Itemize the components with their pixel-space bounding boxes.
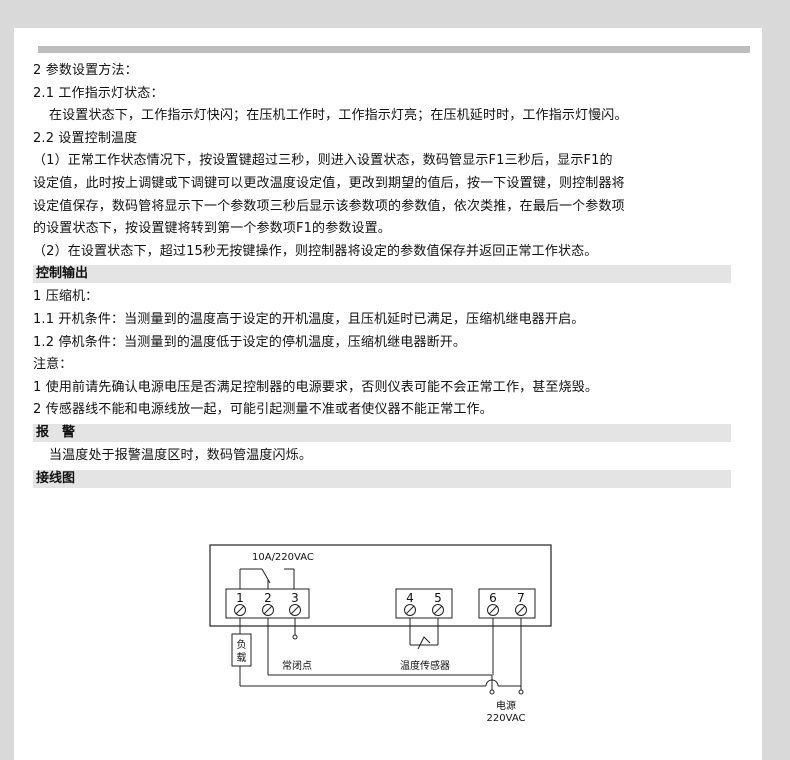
relay-contact-switch (261, 568, 271, 584)
load-label-top: 负 (237, 638, 247, 651)
paragraph-line: 的设置状态下，按设置键将转到第一个参数项F1的参数设置。 (33, 221, 391, 237)
document-sheet (14, 28, 762, 760)
terminal-number: 6 (489, 591, 497, 605)
note-title: 注意： (33, 357, 73, 373)
heading-alarm: 报 警 (33, 423, 731, 442)
screw-slot (516, 605, 526, 615)
thermistor-icon (417, 636, 431, 650)
terminal-number: 7 (517, 591, 525, 605)
screw-slot (433, 605, 443, 615)
paragraph-line: 设定值，此时按上调键或下调键可以更改温度设定值，更改到期望的值后，按一下设置键，… (33, 175, 625, 191)
terminal-number: 4 (406, 591, 414, 605)
terminal-screw-icon (289, 604, 301, 616)
nc-terminal-dot (292, 634, 298, 640)
document-body: 2 参数设置方法： 2.1 工作指示灯状态： 在设置状态下，工作指示灯快闪；在压… (33, 60, 733, 491)
top-rule (38, 46, 750, 53)
heading-wiring: 接线图 (33, 469, 731, 488)
power-terminal-dot (489, 689, 495, 695)
subsection-indicator-status: 2.1 工作指示灯状态： (33, 85, 164, 101)
terminal-7: 7 (515, 591, 527, 616)
stop-condition: 1.2 停机条件：当测量到的温度低于设定的停机温度，压缩机继电器断开。 (33, 334, 467, 350)
paragraph-line: （2）在设置状态下，超过15秒无按键操作，则控制器将设定的参数值保存并返回正常工… (33, 243, 598, 259)
nc-label: 常闭点 (282, 659, 312, 672)
terminal-4: 4 (404, 591, 416, 616)
terminal-screw-icon (432, 604, 444, 616)
terminal-6: 6 (487, 591, 499, 616)
controller-outline (209, 544, 552, 627)
terminal-screw-icon (234, 604, 246, 616)
paragraph-line: 设定值保存，数码管将显示下一个参数项三秒后显示该参数项的参数值，依次类推，在最后… (33, 198, 625, 214)
note-item: 1 使用前请先确认电源电压是否满足控制器的电源要求，否则仪表可能不会正常工作，甚… (33, 379, 599, 395)
screw-slot (488, 605, 498, 615)
section-title-param-setting: 2 参数设置方法： (33, 63, 138, 78)
wiring-diagram: 10A/220VAC 1 2 3 4 5 6 7 (209, 544, 552, 724)
terminal-screw-icon (515, 604, 527, 616)
terminal-block-4-5 (395, 588, 453, 619)
load-label-bottom: 载 (237, 652, 247, 664)
terminal-number: 3 (291, 591, 299, 605)
start-condition: 1.1 开机条件：当测量到的温度高于设定的开机温度，且压机延时已满足，压缩机继电… (33, 311, 585, 327)
sensor-label: 温度传感器 (400, 659, 450, 672)
screw-slot (263, 605, 273, 615)
terminal-number: 2 (264, 591, 272, 605)
load-box (231, 633, 252, 667)
terminal-2: 2 (262, 591, 274, 616)
screw-slot (290, 605, 300, 615)
note-item: 2 传感器线不能和电源线放一起，可能引起测量不准或者使仪器不能正常工作。 (33, 402, 493, 418)
terminal-1: 1 (234, 591, 246, 616)
terminal-number: 1 (236, 591, 244, 605)
terminal-5: 5 (432, 591, 444, 616)
relay-rating-label: 10A/220VAC (252, 552, 314, 563)
terminal-block-6-7 (478, 588, 536, 619)
power-terminal-dot (518, 689, 524, 695)
terminal-screw-icon (404, 604, 416, 616)
paragraph-indicator-status: 在设置状态下，工作指示灯快闪；在压机工作时，工作指示灯亮；在压机延时时，工作指示… (49, 108, 628, 124)
paragraph-line: （1）正常工作状态情况下，按设置键超过三秒，则进入设置状态，数码管显示F1三秒后… (33, 153, 613, 169)
power-label: 电源 (496, 699, 516, 712)
power-voltage-label: 220VAC (487, 713, 526, 724)
heading-control-output: 控制输出 (33, 265, 731, 284)
terminal-screw-icon (262, 604, 274, 616)
screw-slot (235, 605, 245, 615)
subsection-set-temperature: 2.2 设置控制温度 (33, 130, 138, 146)
terminal-screw-icon (487, 604, 499, 616)
alarm-text: 当温度处于报警温度区时，数码管温度闪烁。 (49, 447, 313, 463)
screw-slot (405, 605, 415, 615)
terminal-number: 5 (434, 591, 442, 605)
terminal-3: 3 (289, 591, 301, 616)
compressor-title: 1 压缩机： (33, 289, 99, 305)
